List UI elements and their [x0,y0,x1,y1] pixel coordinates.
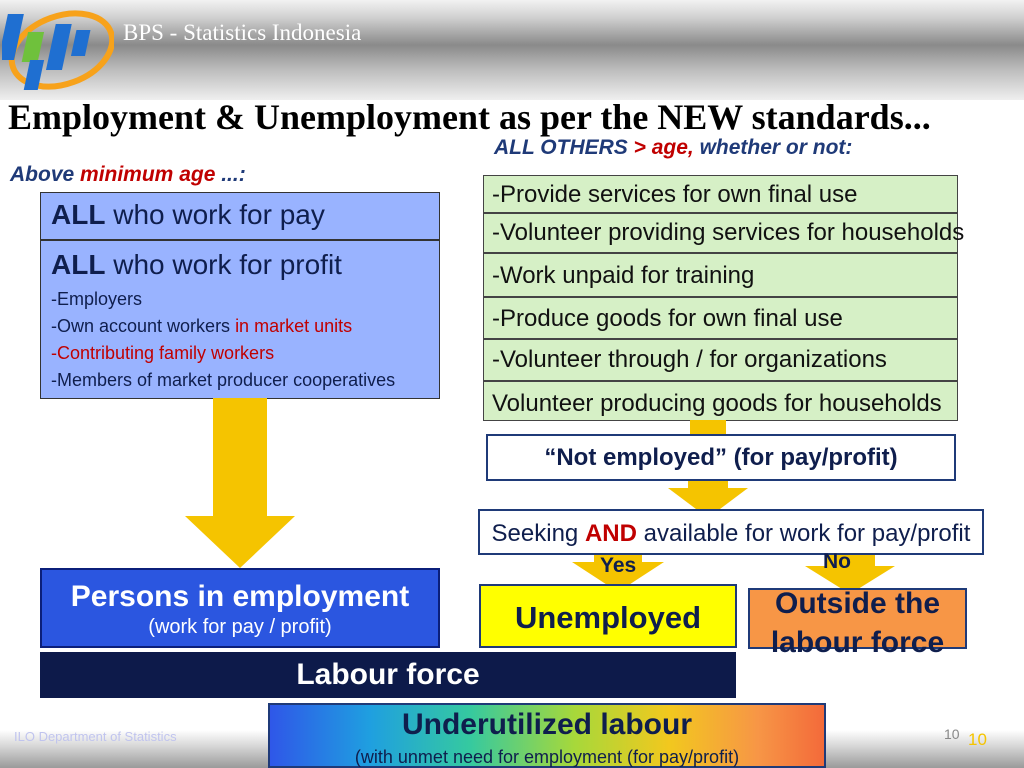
activity-item: -Work unpaid for training [483,253,958,297]
no-arrow [805,544,895,594]
underutilized-labour-box: Underutilized labour (with unmet need fo… [268,703,826,768]
left-condition-suffix: ...: [215,163,246,186]
employment-subtitle: (work for pay / profit) [148,616,332,638]
down-arrow-employment [185,398,295,568]
work-for-pay-box: ALL who work for pay [40,192,440,240]
outside-labour-force-box: Outside the labour force [748,587,967,659]
profit-label: who work for profit [105,249,342,280]
profit-item-cooperatives: -Members of market producer cooperatives [51,370,396,390]
profit-item-contributing-family: -Contributing family workers [51,343,275,363]
left-condition-prefix: Above [10,163,81,186]
left-condition-emphasis: minimum age [80,163,216,186]
bps-logo [2,10,114,90]
profit-bold-label: ALL [51,249,106,280]
not-employed-box: “Not employed” (for pay/profit) [486,434,956,481]
header-bar [0,0,1024,100]
employment-title: Persons in employment [70,580,410,613]
activity-item: -Provide services for own final use [483,175,958,213]
right-condition: ALL OTHERS > age, whether or not: [494,136,852,160]
right-condition-prefix: ALL OTHERS [494,136,634,159]
right-condition-age: age, [645,136,694,159]
no-label: No [823,550,851,573]
activity-item: -Produce goods for own final use [483,297,958,339]
left-condition: Above minimum age ...: [10,163,246,187]
seeking-text: Seeking AND available for work for pay/p… [491,520,971,547]
underutilized-title: Underutilized labour [401,708,692,741]
underutilized-subtitle: (with unmet need for employment (for pay… [354,747,740,767]
yes-arrow [572,548,664,592]
profit-item-employers: -Employers [51,289,143,309]
page-number-small: 10 [944,726,960,742]
yes-label: Yes [600,554,637,577]
outside-labour-force-label: Outside the labour force [770,587,945,659]
profit-item-own-account: -Own account workers in market units [51,316,353,336]
org-title: BPS - Statistics Indonesia [123,20,362,45]
activity-item: -Volunteer providing services for househ… [483,213,964,253]
right-condition-suffix: whether or not: [693,136,853,159]
activity-item: -Volunteer through / for organizations [483,339,958,381]
seeking-box: Seeking AND available for work for pay/p… [478,509,984,555]
page-number: 10 [968,730,987,749]
profit-item-list: -Employers -Own account workers in marke… [51,286,395,394]
unemployed-label: Unemployed [514,600,702,635]
labour-force-label: Labour force [296,658,480,691]
pay-label: who work for pay [105,199,325,230]
down-arrow-not-employed [668,420,748,518]
activity-item: Volunteer producing goods for households [483,381,958,421]
slide-title: Employment & Unemployment as per the NEW… [8,97,931,137]
footer-credit: ILO Department of Statistics [14,729,177,744]
not-employed-label: “Not employed” (for pay/profit) [544,444,898,471]
unemployed-box: Unemployed [479,584,737,648]
labour-force-bar: Labour force [40,652,736,698]
work-for-profit-box: ALL who work for profit -Employers -Own … [40,240,440,399]
persons-in-employment-box: Persons in employment (work for pay / pr… [40,568,440,648]
right-condition-gt: > [633,136,646,159]
pay-bold-label: ALL [51,199,106,230]
